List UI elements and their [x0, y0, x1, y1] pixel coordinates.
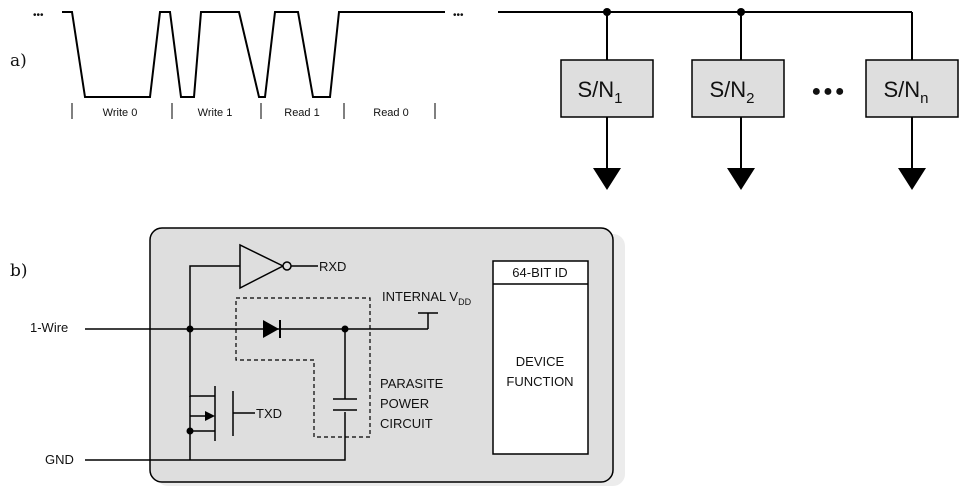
- receive-buffer: [239, 243, 285, 290]
- slave-box-n: [865, 59, 959, 118]
- device-function-line1: DEVICE: [516, 354, 565, 369]
- timing-ellipsis-right: •••: [453, 10, 464, 21]
- slave-node-n: S/Nn: [865, 59, 959, 190]
- timing-slot-ticks: [71, 103, 436, 119]
- transmit-transistor: [186, 386, 255, 460]
- slave-label-n: S/Nn: [883, 77, 928, 107]
- slave-node-1: S/N1: [560, 59, 654, 190]
- id-label: 64-BIT ID: [512, 265, 567, 280]
- slave-box-2: [691, 59, 785, 118]
- inverter-bubble: [282, 261, 292, 271]
- slave-label-1: S/N1: [577, 77, 622, 107]
- parasite-label-line3: CIRCUIT: [380, 416, 433, 431]
- panel-b-label: b): [10, 261, 28, 281]
- device-function-line2: FUNCTION: [506, 374, 573, 389]
- timing-ellipsis-left: •••: [33, 10, 44, 21]
- slot-label-write1: Write 1: [198, 107, 233, 119]
- slot-label-read0: Read 0: [373, 107, 408, 119]
- parasite-label-line2: POWER: [380, 396, 429, 411]
- internal-vdd-label: INTERNAL VDD: [382, 289, 472, 307]
- bus-pin-label: 1-Wire: [30, 320, 68, 335]
- parasite-power-outline: [235, 297, 371, 438]
- ground-arrow-n: [898, 168, 926, 190]
- rxd-label: RXD: [319, 259, 346, 274]
- ground-arrow-1: [593, 168, 621, 190]
- panel-a-label: a): [10, 51, 27, 71]
- slave-node-2: S/N2: [691, 59, 785, 190]
- timing-waveform: [62, 11, 445, 98]
- gnd-wire: [85, 412, 346, 461]
- slave-label-2: S/N2: [709, 77, 754, 107]
- slot-label-read1: Read 1: [284, 107, 319, 119]
- gnd-pin-label: GND: [45, 452, 74, 467]
- parasite-label-line1: PARASITE: [380, 376, 444, 391]
- txd-label: TXD: [256, 406, 282, 421]
- device-function-block: [492, 260, 589, 455]
- slot-label-write0: Write 0: [103, 107, 138, 119]
- diode: [263, 320, 279, 338]
- slave-ellipsis: ●●●: [812, 83, 847, 100]
- ground-arrow-2: [727, 168, 755, 190]
